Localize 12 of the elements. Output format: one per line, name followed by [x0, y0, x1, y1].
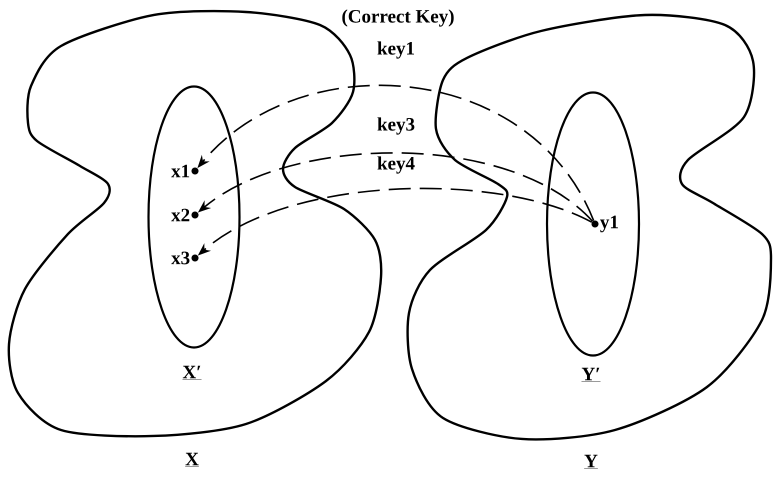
node-label: y1 [600, 216, 618, 232]
point: x3 [171, 252, 198, 264]
node-label: Y [584, 454, 598, 468]
node-label: x3 [171, 252, 190, 264]
point: x1 [171, 164, 198, 178]
node-label: Y′ [582, 368, 600, 380]
point: y1 [592, 216, 618, 232]
node-label: X [185, 452, 199, 466]
node-label: x2 [171, 208, 190, 222]
point: x2 [171, 208, 198, 222]
node-label: X′ [182, 366, 200, 378]
node-label: x1 [171, 164, 190, 178]
